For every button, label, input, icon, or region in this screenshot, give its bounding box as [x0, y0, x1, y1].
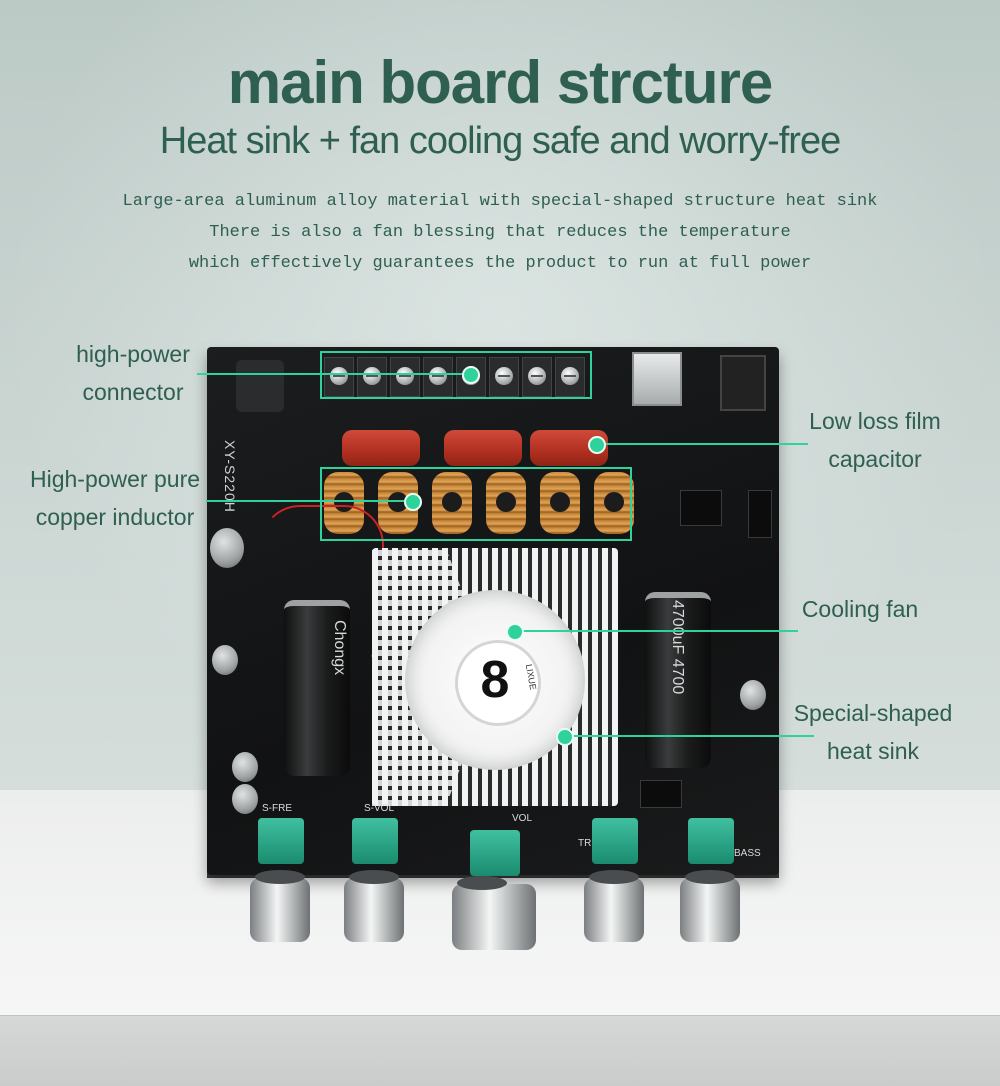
film-capacitor-2 [444, 430, 522, 466]
connector-leader-line [197, 373, 467, 375]
description-line-3: which effectively guarantees the product… [188, 254, 812, 273]
terminal-8 [555, 357, 585, 397]
knob-label-s-fre: S-FRE [262, 803, 292, 814]
capacitor-marker-icon [588, 436, 606, 454]
inductor-leader-line [206, 500, 411, 502]
electrolytic-capacitor [232, 752, 258, 782]
ic-chip [680, 490, 722, 526]
inductor-4 [486, 472, 526, 534]
terminal-4 [423, 357, 453, 397]
potentiometer-bass [688, 818, 734, 864]
usb-port [632, 352, 682, 406]
terminal-3 [390, 357, 420, 397]
ic-chip [640, 780, 682, 808]
capacitor-leader-line [598, 443, 808, 445]
fan-hub [455, 640, 541, 726]
screw-icon [528, 367, 546, 385]
capacitor-brand-label: Chongx [331, 620, 348, 676]
callout-capacitor: Low loss film capacitor [795, 402, 955, 478]
callout-connector-line-1: high-power [76, 341, 190, 367]
inductor-marker-icon [404, 493, 422, 511]
heatsink-marker-icon [556, 728, 574, 746]
capacitor-rating-label: 4700uF 4700 [669, 600, 686, 695]
bluetooth-module [748, 490, 772, 538]
knob-s-fre [250, 870, 310, 942]
screw-icon [429, 367, 447, 385]
page-title: main board strcture [227, 49, 773, 116]
knob-label-bass: BASS [734, 848, 761, 859]
callout-inductor: High-power pure copper inductor [15, 460, 215, 536]
knob-s-vol [344, 870, 404, 942]
screw-icon [396, 367, 414, 385]
screw-icon [561, 367, 579, 385]
knob-label-tre: TRE [578, 838, 598, 849]
electrolytic-capacitor [740, 680, 766, 710]
electrolytic-capacitor [210, 528, 244, 568]
knob-label-s-vol: S-VOL [364, 803, 395, 814]
connector-marker-icon [462, 366, 480, 384]
callout-connector: high-power connector [58, 335, 208, 411]
screw-icon [495, 367, 513, 385]
potentiometer-vol [470, 830, 520, 876]
audio-jack [720, 355, 766, 411]
knob-bass [680, 870, 740, 942]
connector-highlight-box [320, 351, 592, 399]
board-model-label: XY-S220H [222, 440, 238, 513]
callout-fan: Cooling fan [790, 590, 930, 628]
callout-heatsink-line-2: heat sink [826, 738, 920, 764]
knob-tre [584, 870, 644, 942]
callout-heatsink-line-1: Special-shaped [793, 700, 953, 726]
callout-connector-line-2: connector [82, 379, 184, 405]
knob-label-vol: VOL [512, 813, 533, 824]
electrolytic-capacitor [212, 645, 238, 675]
bulk-capacitor-left [284, 600, 350, 776]
callout-capacitor-line-1: Low loss film [809, 408, 941, 434]
callout-heatsink: Special-shaped heat sink [788, 694, 958, 770]
inductor-5 [540, 472, 580, 534]
film-capacitor-1 [342, 430, 420, 466]
potentiometer-s-fre [258, 818, 304, 864]
description-line-1: Large-area aluminum alloy material with … [122, 192, 878, 211]
page-subtitle: Heat sink + fan cooling safe and worry-f… [159, 120, 841, 162]
heatsink-leader-line [566, 735, 814, 737]
inductor-highlight-box [320, 467, 632, 541]
description-line-2: There is also a fan blessing that reduce… [209, 223, 791, 242]
knob-vol [452, 876, 536, 950]
screw-icon [363, 367, 381, 385]
potentiometer-tre [592, 818, 638, 864]
inductor-3 [432, 472, 472, 534]
terminal-7 [522, 357, 552, 397]
fan-logo-icon: 8 [480, 651, 510, 709]
electrolytic-capacitor [232, 784, 258, 814]
callout-fan-line-1: Cooling fan [801, 596, 919, 622]
callout-capacitor-line-2: capacitor [828, 446, 922, 472]
fan-marker-icon [506, 623, 524, 641]
callout-inductor-line-2: copper inductor [35, 504, 195, 530]
terminal-2 [357, 357, 387, 397]
terminal-1 [324, 357, 354, 397]
floor-front-edge [0, 1015, 1000, 1086]
inductor-6 [594, 472, 634, 534]
fan-leader-line [514, 630, 798, 632]
potentiometer-s-vol [352, 818, 398, 864]
callout-inductor-line-1: High-power pure [29, 466, 201, 492]
bulk-capacitor-right [645, 592, 711, 768]
dc-power-jack [236, 360, 284, 412]
screw-icon [330, 367, 348, 385]
terminal-6 [489, 357, 519, 397]
